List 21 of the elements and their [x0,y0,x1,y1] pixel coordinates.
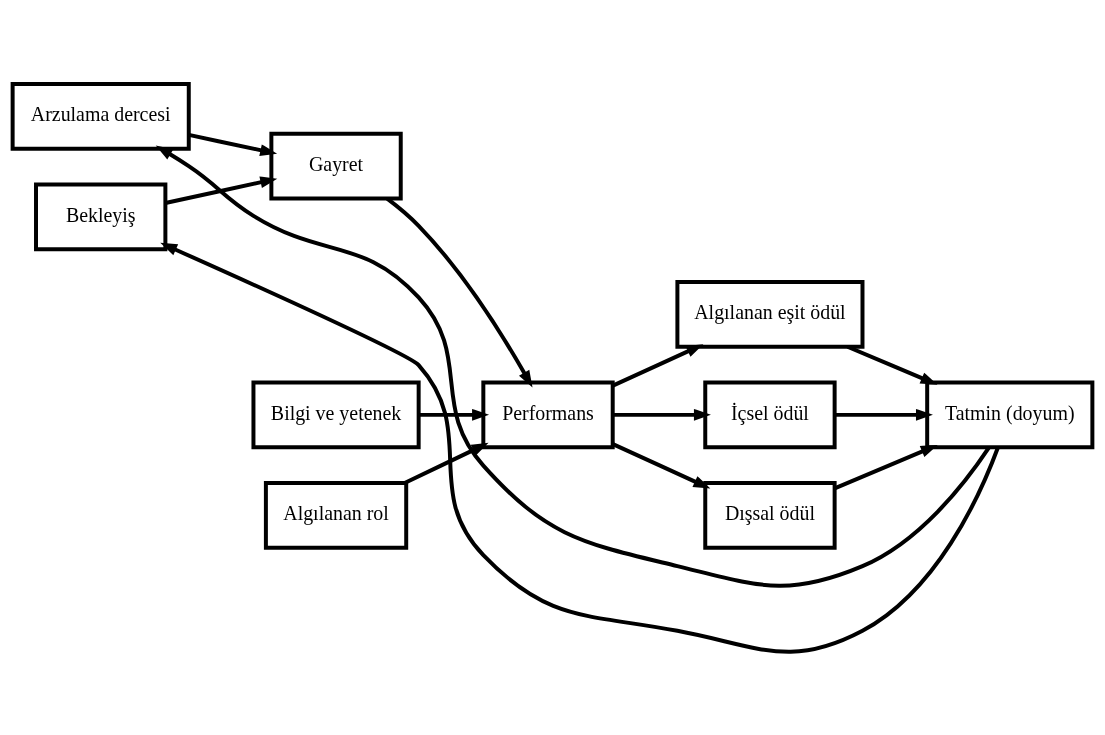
node-box: Performans [481,380,615,449]
node-box: Bilgi ve yetenek [251,380,421,449]
arrow [165,175,278,205]
arrow [612,408,711,421]
arrow [403,442,489,485]
arrow [834,408,933,421]
node-box: İçsel ödül [703,380,837,449]
node-box: Tatmin (doyum) [925,380,1095,449]
arrow [612,441,711,489]
node-box: Algılanan rol [263,480,409,550]
node-box: Bekleyiş [34,182,168,251]
node-box: Gayret [269,131,403,200]
arrow [160,242,1000,654]
arrow [418,408,490,421]
arrow [155,145,991,588]
arrow [188,132,278,156]
node-box: Arzulama dercesi [10,81,191,151]
arrow [612,343,704,387]
arrow [833,444,938,490]
node-box: Dışsal ödül [703,480,837,550]
node-box: Algılanan eşit ödül [675,279,865,349]
